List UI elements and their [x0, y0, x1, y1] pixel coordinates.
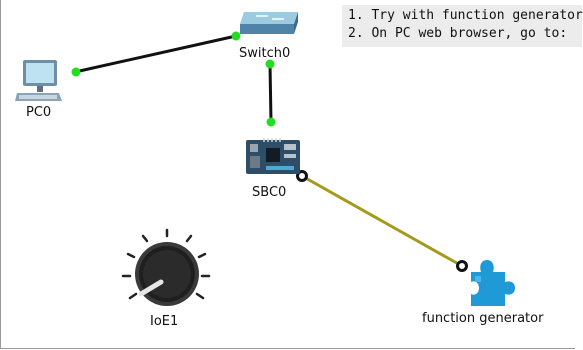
connection-links — [71, 31, 468, 272]
puzzle-piece-icon — [471, 260, 515, 306]
device-label-switch0: Switch0 — [239, 46, 291, 61]
port-status-switch-left — [231, 31, 241, 41]
switch-icon — [240, 12, 298, 34]
device-ioe1[interactable]: IoE1 — [119, 224, 219, 332]
cable-pc-switch[interactable] — [74, 34, 237, 74]
io-port-sbc — [296, 170, 308, 182]
port-status-switch-bottom — [265, 59, 275, 69]
io-port-generator — [456, 260, 468, 272]
knob-icon — [121, 228, 211, 306]
device-label-function-generator: function generator — [422, 311, 544, 326]
note-line-2: 2. On PC web browser, go to: — [348, 26, 568, 41]
device-label-pc0: PC0 — [26, 105, 52, 120]
device-switch0[interactable]: Switch0 — [233, 10, 303, 66]
device-sbc0[interactable]: SBC0 — [244, 136, 304, 202]
note-line-1: 1. Try with function generator — [348, 8, 583, 23]
device-function-generator[interactable]: function generator — [419, 258, 575, 334]
sbc-board-icon — [246, 138, 300, 174]
device-pc0[interactable]: PC0 — [15, 58, 65, 120]
cable-sbc-generator[interactable] — [301, 174, 463, 268]
device-label-sbc0: SBC0 — [252, 185, 287, 200]
instruction-note[interactable]: 1. Try with function generator 2. On PC … — [342, 5, 583, 47]
port-status-sbc-top — [266, 117, 276, 127]
pc-icon — [15, 60, 62, 101]
port-status-pc — [71, 67, 81, 77]
cable-switch-sbc[interactable] — [268, 63, 273, 123]
device-label-ioe1: IoE1 — [150, 314, 179, 329]
